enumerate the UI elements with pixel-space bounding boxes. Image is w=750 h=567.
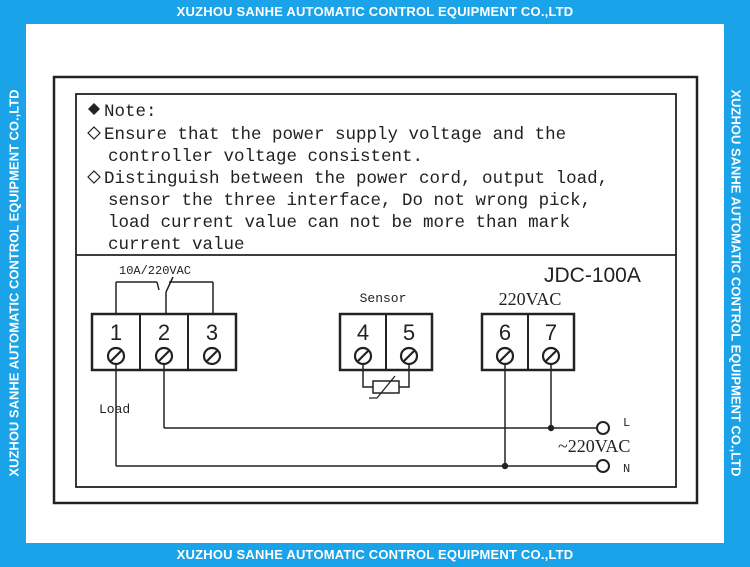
line-label: L [623,416,630,430]
bottom-banner: XUZHOU SANHE AUTOMATIC CONTROL EQUIPMENT… [176,547,574,562]
inner-frame [75,93,677,488]
filled-diamond-icon [88,103,100,115]
note-title: Note: [104,102,157,122]
load-label: Load [99,402,130,417]
note-bullet2-line3: load current value can not be more than … [108,213,570,233]
junction-dot [547,424,555,432]
terminal-3-label: 3 [206,320,218,345]
note-bullet2-line4: current value [108,235,245,255]
terminal-7-label: 7 [545,320,557,345]
line-terminal-icon [596,421,610,435]
supply-voltage-label: ~220VAC [558,436,630,456]
note-bullet2-line1: Distinguish between the power cord, outp… [104,169,608,189]
terminal-2-label: 2 [158,320,170,345]
top-banner: XUZHOU SANHE AUTOMATIC CONTROL EQUIPMENT… [176,4,574,19]
outer-frame [52,75,699,505]
terminal-4-label: 4 [357,320,369,345]
relay-rating-label: 10A/220VAC [119,264,191,278]
note-bullet2-line2: sensor the three interface, Do not wrong… [108,191,591,211]
terminal-6-label: 6 [499,320,511,345]
diamond-bullet-icon [87,170,101,184]
diagram-panel: Note: Ensure that the power supply volta… [26,24,724,543]
diamond-bullet-icon [87,126,101,140]
terminal-1-label: 1 [110,320,122,345]
neutral-terminal-icon [596,459,610,473]
power-label: 220VAC [499,289,562,309]
neutral-label: N [623,462,630,476]
model-label: JDC-100A [544,264,641,287]
note-bullet1-line2: controller voltage consistent. [108,147,423,167]
junction-dot [501,462,509,470]
left-banner: XUZHOU SANHE AUTOMATIC CONTROL EQUIPMENT… [6,89,22,477]
relay-switch-arm [165,276,174,293]
note-bullet1-line1: Ensure that the power supply voltage and… [104,125,566,145]
right-banner: XUZHOU SANHE AUTOMATIC CONTROL EQUIPMENT… [728,89,744,477]
terminal-5-label: 5 [403,320,415,345]
wiring-diagram: Note: Ensure that the power supply volta… [52,75,699,505]
sensor-label: Sensor [360,291,407,306]
